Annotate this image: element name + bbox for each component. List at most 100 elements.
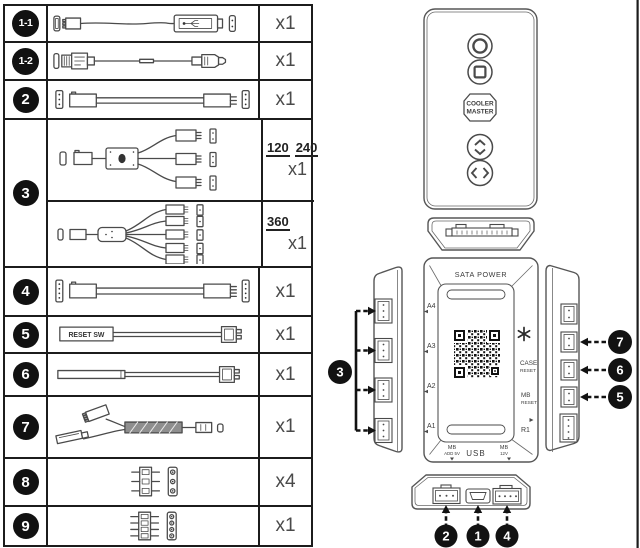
mb-reset-label-2: RESET: [521, 400, 537, 406]
reset-port-panel: [545, 264, 580, 452]
case-reset-label-2: RESET: [520, 368, 536, 374]
callout-badge-1: [466, 524, 490, 548]
quantity-label: x1: [287, 233, 307, 254]
table-subrow-3b: 360 x1: [48, 200, 314, 266]
svg-text:4: 4: [503, 529, 511, 544]
item-number-badge: 4: [12, 278, 39, 305]
reset-sw-label: RESET SW: [68, 332, 104, 339]
table-row-5: 5 RESET SW x1: [5, 317, 311, 354]
table-row-4: 4 x1: [5, 268, 311, 317]
port-label-a3: A3: [427, 343, 436, 350]
mb-12v-label-1: MB: [500, 445, 509, 451]
item-number-badge: 9: [12, 513, 39, 539]
port-label-r1: R1: [521, 427, 530, 434]
item-number-badge: 7: [12, 414, 39, 440]
callout-badge-5: [608, 385, 632, 409]
item-number-badge: 8: [12, 469, 39, 495]
led-indicator-icon: [517, 326, 531, 342]
quantity-label: x1: [275, 323, 296, 345]
mb-add5v-label-1: MB: [448, 445, 457, 451]
usb-a-to-micro-usb-illustration: [53, 52, 227, 70]
micro-usb-port: [465, 488, 491, 504]
argb-port-a4: [374, 298, 393, 324]
quantity-label: x1: [275, 515, 296, 536]
quantity-label: x4: [275, 471, 296, 492]
port-label-a1: A1: [427, 423, 436, 430]
callout-badge-4: [495, 524, 519, 548]
quantity-label: x1: [287, 159, 307, 180]
callout-right-group: 7 6 5: [580, 330, 632, 409]
svg-text:2: 2: [442, 529, 449, 544]
item-number-badge: 2: [12, 86, 39, 113]
mb-add5v-label-2: ADD 5V: [444, 451, 460, 456]
callout-argb-group: 3: [328, 306, 376, 435]
usb-label: USB: [466, 449, 485, 458]
brand-line-2: MASTER: [467, 109, 494, 116]
svg-text:3: 3: [336, 365, 343, 380]
3pin-adapter-illustration: [131, 466, 178, 497]
port-label-a4: A4: [427, 303, 436, 310]
4pin-extension-cable-illustration: [55, 279, 250, 303]
item-number-badge: 5: [12, 321, 39, 348]
sata-power-cable-illustration: [55, 404, 224, 445]
mb-reset-label-1: MB: [521, 392, 530, 399]
controller-top-view: SATA POWER A4 A3 A2 A1 CASE RESET MB RES…: [423, 257, 539, 463]
mode-left-right-button-icon: [466, 159, 494, 187]
callout-badge-7: [608, 330, 632, 354]
mb-12v-label-2: 12V: [500, 451, 508, 456]
item-number-badge: 3: [12, 180, 39, 206]
pin1-marker-a4: [424, 309, 428, 314]
item-number-badge: 1-2: [12, 47, 39, 75]
reset-jumper-cable-illustration: [57, 365, 240, 384]
callout-badge-3: [328, 360, 352, 384]
item-number-badge: 6: [12, 361, 39, 388]
parts-table: 1-1 x1 1-2: [3, 4, 319, 547]
table-row-8: 8 x4: [5, 459, 311, 507]
reset-switch-cable-illustration: RESET SW: [59, 325, 242, 344]
mode-up-down-button-icon: [466, 133, 494, 161]
pin1-marker-r1: [529, 418, 534, 422]
controller-side-view: [427, 217, 535, 251]
argb-port-a1: [374, 417, 393, 444]
switch-port-top: [560, 303, 578, 325]
table-row-3: 3: [5, 120, 319, 268]
pin1-marker-add5v: [450, 457, 454, 461]
usb-9pin-cable-illustration: [53, 14, 236, 33]
svg-text:1: 1: [474, 529, 481, 544]
quantity-label: x1: [275, 363, 296, 385]
pin1-marker-12v: [507, 457, 511, 461]
table-row-1-1: 1-1 x1: [5, 6, 311, 43]
table-row-9: 9 x1: [5, 507, 311, 545]
quantity-cell: 360 x1: [263, 202, 314, 266]
svg-text:7: 7: [616, 335, 623, 350]
callout-badge-2: [434, 524, 458, 548]
r1-port: [559, 413, 578, 443]
sata-connector-icon: [445, 223, 519, 237]
brand-line-1: COOLER: [466, 101, 494, 108]
case-reset-label-1: CASE: [520, 360, 537, 367]
quantity-label: x1: [275, 280, 296, 302]
fan-size-labels: 360: [266, 214, 309, 232]
switch-port-6: [560, 359, 578, 381]
4pin-adapter-illustration: [130, 511, 177, 541]
pin1-marker-a2: [424, 389, 428, 394]
argb-port-panel: [373, 266, 403, 453]
switch-port-7: [560, 331, 578, 353]
argb-port-a2: [374, 377, 393, 403]
argb-extension-cable-illustration: [55, 89, 250, 110]
cooler-master-logo: COOLER MASTER: [463, 93, 497, 122]
mb-add5v-port: [432, 484, 461, 505]
page-border-line: [636, 0, 639, 548]
switch-port-5: [560, 386, 578, 408]
argb-port-a3: [374, 337, 393, 364]
controller-bottom-view: [411, 474, 531, 510]
item-number-badge: 1-1: [12, 10, 39, 37]
sata-power-label: SATA POWER: [455, 270, 507, 279]
quantity-label: x1: [275, 88, 296, 110]
quantity-label: x1: [275, 12, 296, 34]
port-label-a2: A2: [427, 383, 436, 390]
